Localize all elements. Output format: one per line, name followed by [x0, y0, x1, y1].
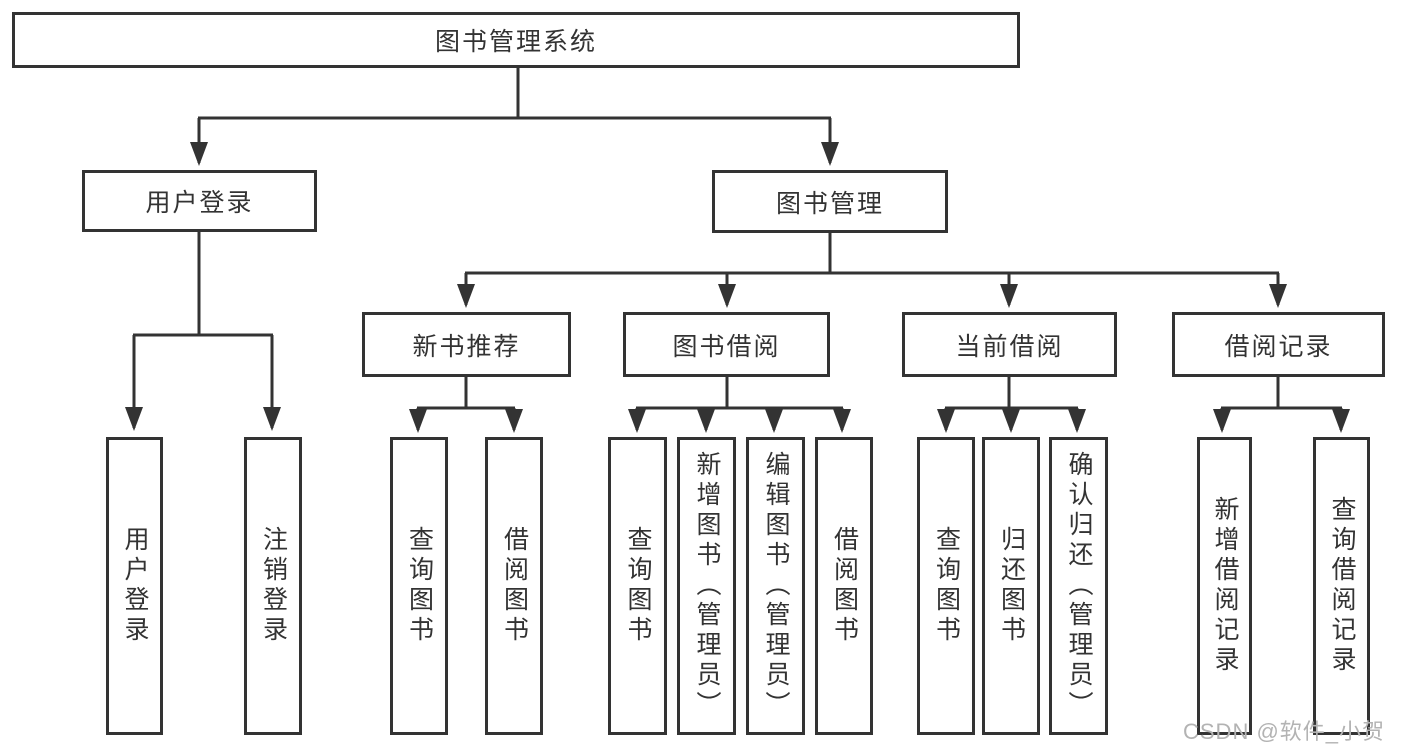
leaf-confirm-return-admin: 确认归还（管理员）: [1049, 437, 1108, 735]
leaf-user-login: 用户登录: [106, 437, 163, 735]
leaf-logout: 注销登录: [244, 437, 302, 735]
node-book-borrow: 图书借阅: [623, 312, 830, 377]
leaf-search-book-borrow: 查询图书: [608, 437, 667, 735]
leaf-search-book-current: 查询图书: [917, 437, 975, 735]
leaf-return-book: 归还图书: [982, 437, 1040, 735]
node-root: 图书管理系统: [12, 12, 1020, 68]
leaf-edit-book-admin: 编辑图书（管理员）: [746, 437, 805, 735]
leaf-borrow-book-recommend: 借阅图书: [485, 437, 543, 735]
node-borrow-records: 借阅记录: [1172, 312, 1385, 377]
leaf-borrow-book: 借阅图书: [815, 437, 873, 735]
node-current-borrow: 当前借阅: [902, 312, 1117, 377]
csdn-watermark: CSDN @软件_小贺同学: [1183, 719, 1386, 744]
leaf-add-book-admin: 新增图书（管理员）: [677, 437, 736, 735]
leaf-search-book-recommend: 查询图书: [390, 437, 448, 735]
node-user-login: 用户登录: [82, 170, 317, 232]
node-book-management: 图书管理: [712, 170, 948, 233]
leaf-add-borrow-record: 新增借阅记录: [1197, 437, 1252, 735]
leaf-search-borrow-record: 查询借阅记录: [1313, 437, 1370, 735]
node-new-book-recommend: 新书推荐: [362, 312, 571, 377]
